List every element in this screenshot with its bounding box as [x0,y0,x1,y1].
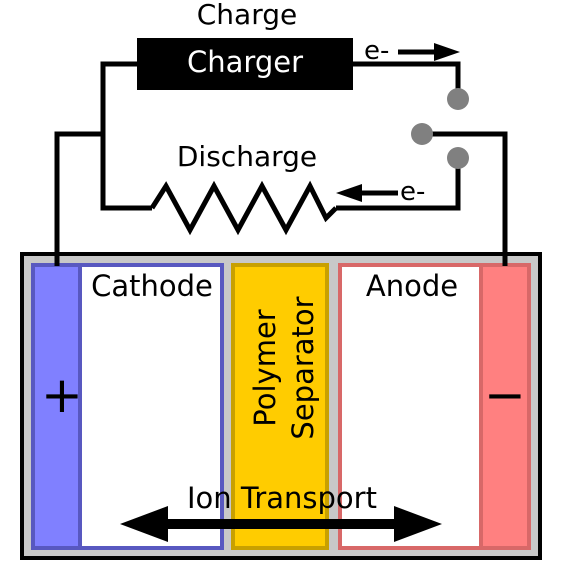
separator-label-line1: Polymer [248,309,282,427]
switch-contact-common [411,123,433,145]
charge-label: Charge [197,0,297,31]
switch-contact-charge [447,88,469,110]
electron-label-top: e- [364,36,389,66]
cathode-terminal [31,263,82,550]
switch-contacts-icon [411,88,469,169]
switch-contact-discharge [447,147,469,169]
electron-label-bottom: e- [400,177,425,207]
polymer-separator [231,263,329,550]
discharge-wire-right [336,158,461,211]
electron-arrow-left-icon [336,184,398,202]
cathode-lead-wire [54,131,103,263]
anode-label: Anode [366,269,458,303]
charger-box [137,38,353,90]
double-arrow-icon [120,506,442,542]
charge-wire-right [353,61,461,97]
cathode-label: Cathode [91,269,213,303]
ion-transport-label: Ion Transport [187,481,377,515]
resistor-icon [149,180,338,236]
anode-lead-wire [422,131,508,263]
minus-sign: − [484,366,526,424]
discharge-label: Discharge [177,140,317,173]
charger-label: Charger [187,45,303,79]
plus-sign: + [41,366,83,424]
separator-label-line2: Separator [286,296,320,439]
electron-arrow-right-icon [398,43,460,61]
